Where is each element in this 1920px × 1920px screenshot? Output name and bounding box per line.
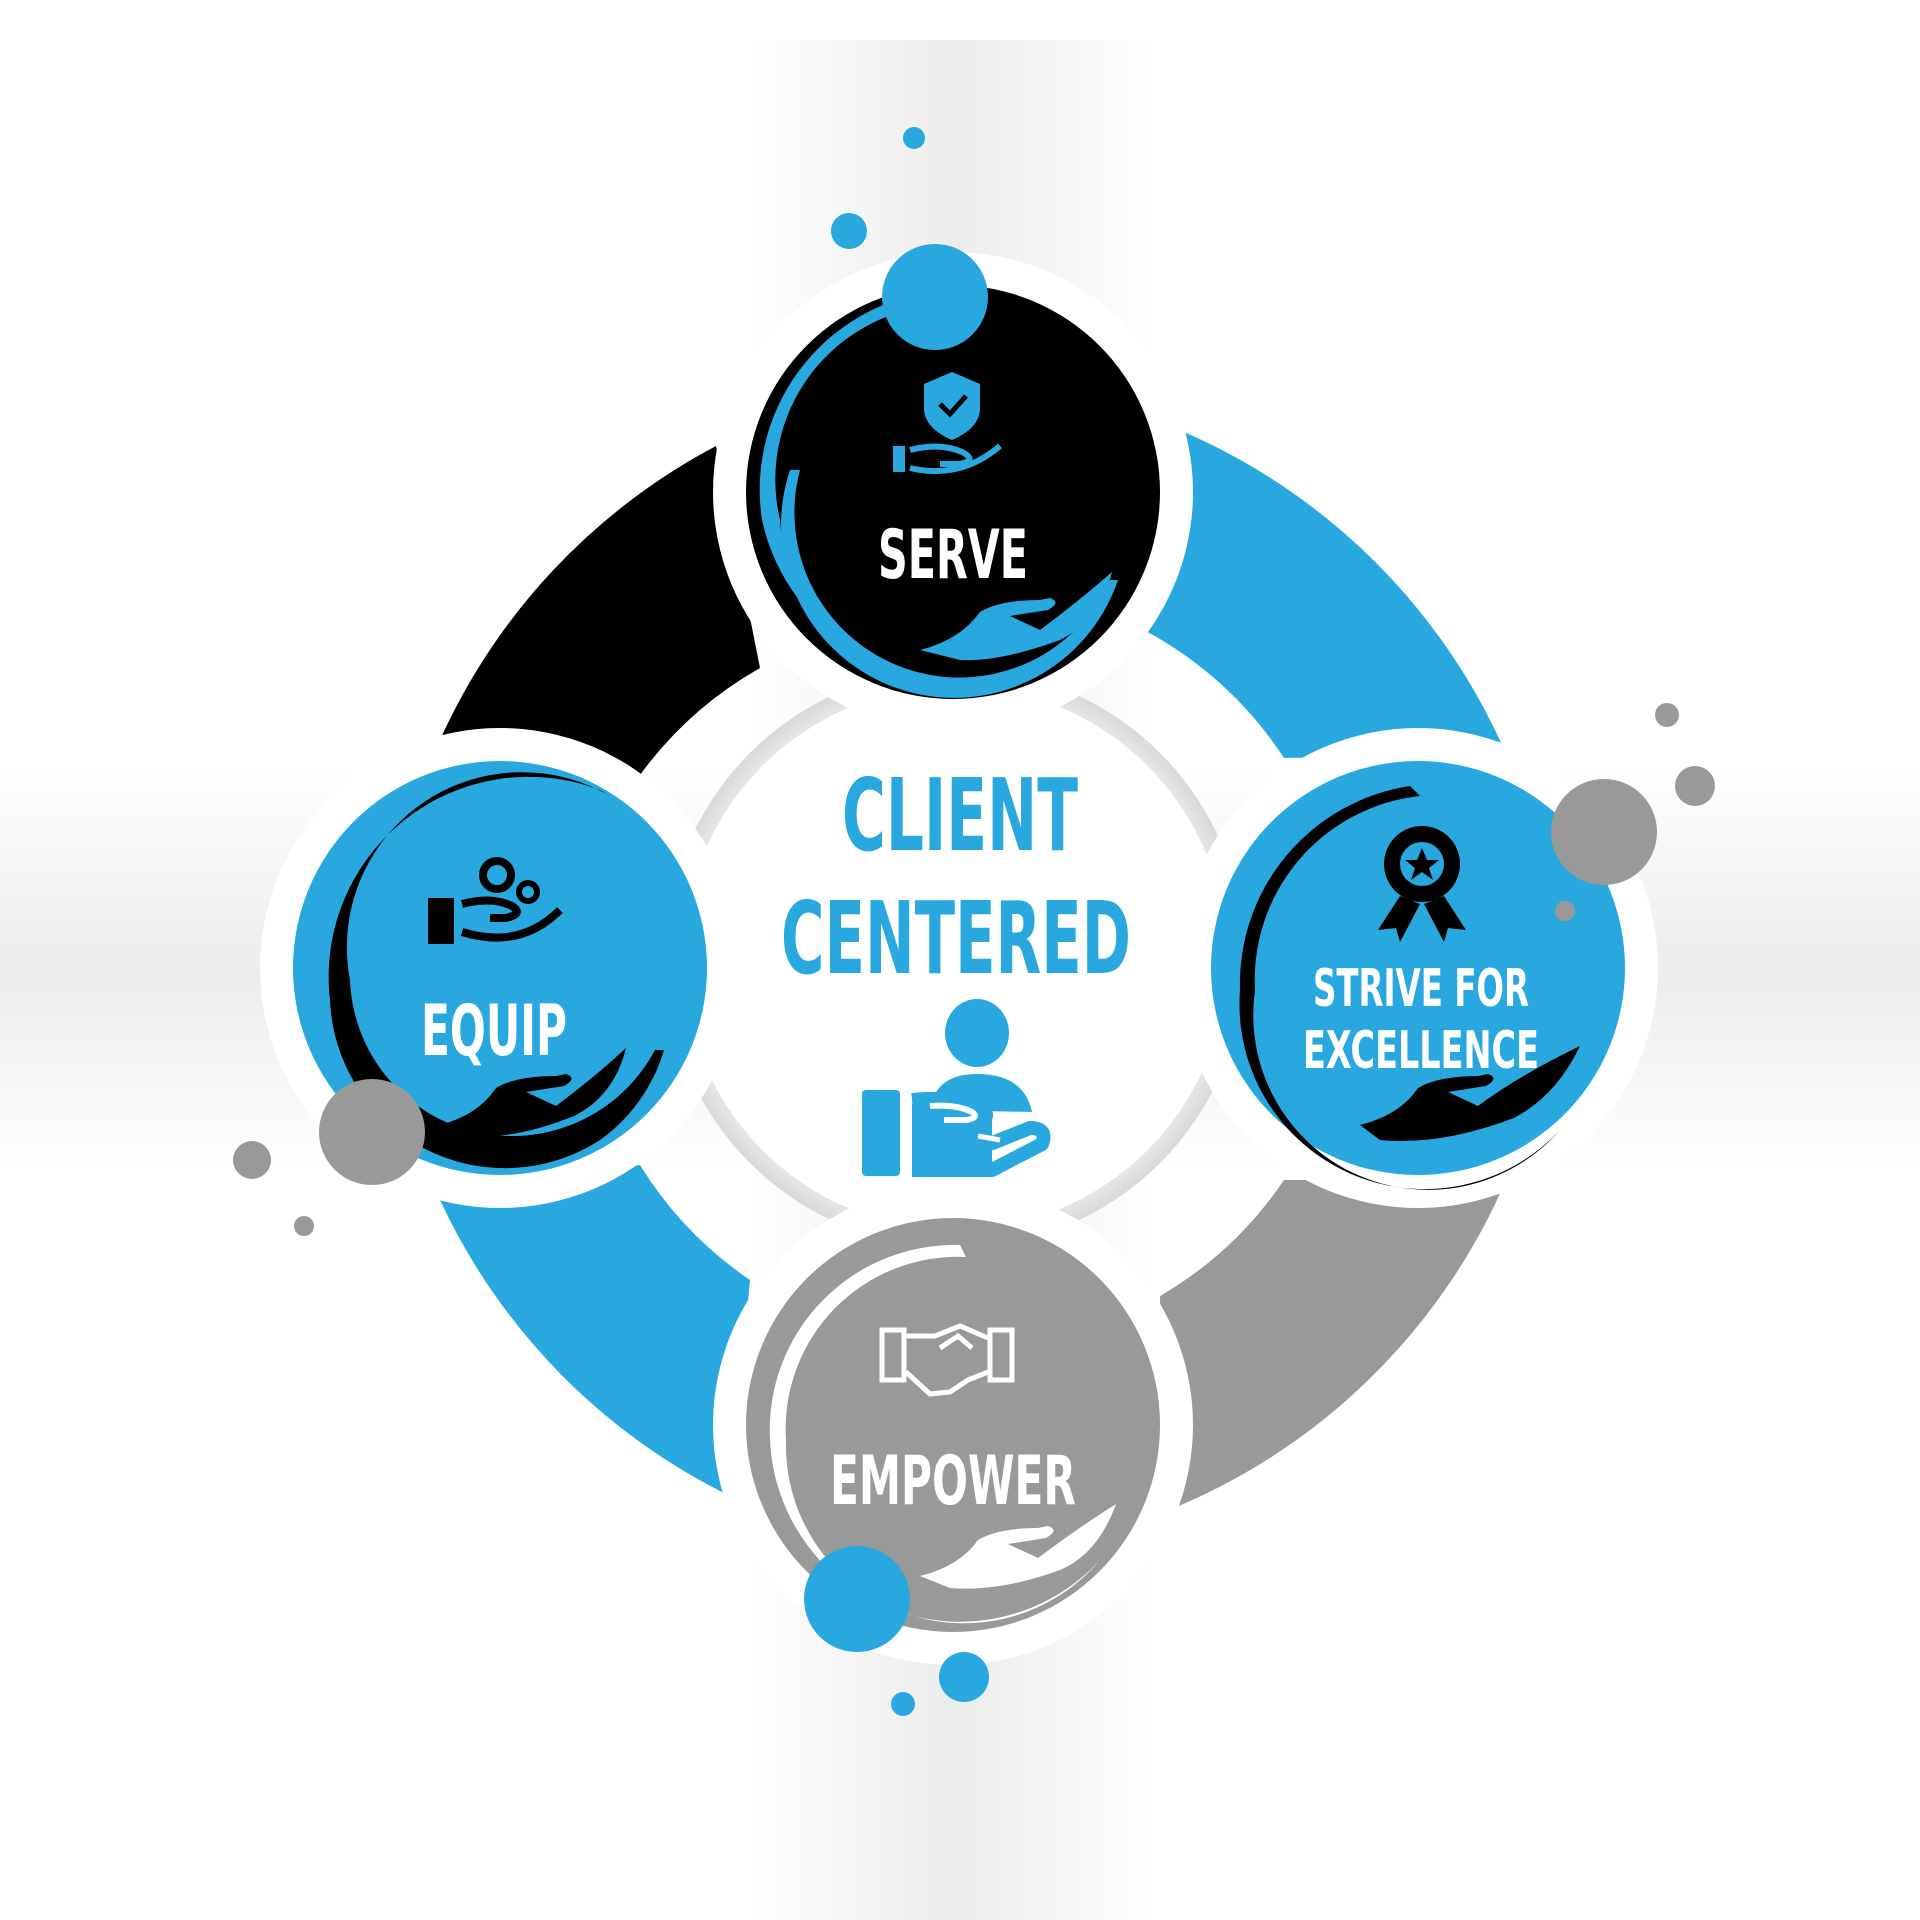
client-service-icon [862, 999, 1051, 1177]
node-equip: EQUIP [260, 728, 740, 1208]
empower-accent-dot [804, 1546, 910, 1652]
center-title-line2: CENTERED [781, 880, 1131, 997]
equip-accent-dot [319, 1079, 425, 1185]
node-empower: EMPOWER [713, 1185, 1193, 1665]
dot-bottom-medium [939, 1652, 989, 1702]
strive-label-line2: EXCELLENCE [1303, 1021, 1539, 1081]
award-ribbon-icon [1378, 826, 1466, 942]
node-serve: SERVE [713, 244, 1193, 732]
dot-left-medium [233, 1141, 271, 1179]
dot-left-small [294, 1216, 314, 1236]
ring-arc-top-right [1140, 432, 1506, 758]
dot-right-small [1655, 703, 1679, 727]
empower-hand-icon [920, 1504, 1116, 1589]
serve-hand-icon [920, 572, 1112, 661]
serve-label: SERVE [878, 516, 1028, 595]
ring-arc-bottom-right [1160, 1180, 1506, 1512]
dot-right-tiny [1555, 901, 1575, 921]
strive-label-line1: STRIVE FOR [1313, 959, 1529, 1019]
gears-hand-icon [428, 857, 563, 944]
dot-right-medium [1675, 766, 1715, 806]
empower-label: EMPOWER [830, 1442, 1076, 1521]
center-title-line1: CLIENT [842, 757, 1078, 874]
node-strive: STRIVE FOR EXCELLENCE [1178, 728, 1658, 1208]
serve-accent-dot [882, 244, 988, 350]
dot-top-small [903, 127, 925, 149]
equip-label: EQUIP [421, 990, 567, 1072]
equip-hand-icon [440, 1048, 626, 1137]
strive-hand-icon [1360, 1046, 1580, 1142]
strive-accent-dot [1551, 779, 1657, 885]
ring-arc-top-left [440, 446, 760, 775]
dot-bottom-small [891, 1692, 915, 1716]
shield-hand-icon [893, 372, 1002, 475]
handshake-icon [879, 1323, 1015, 1397]
dot-top-medium [831, 213, 867, 249]
ring-arc-bottom-left [440, 1165, 750, 1496]
